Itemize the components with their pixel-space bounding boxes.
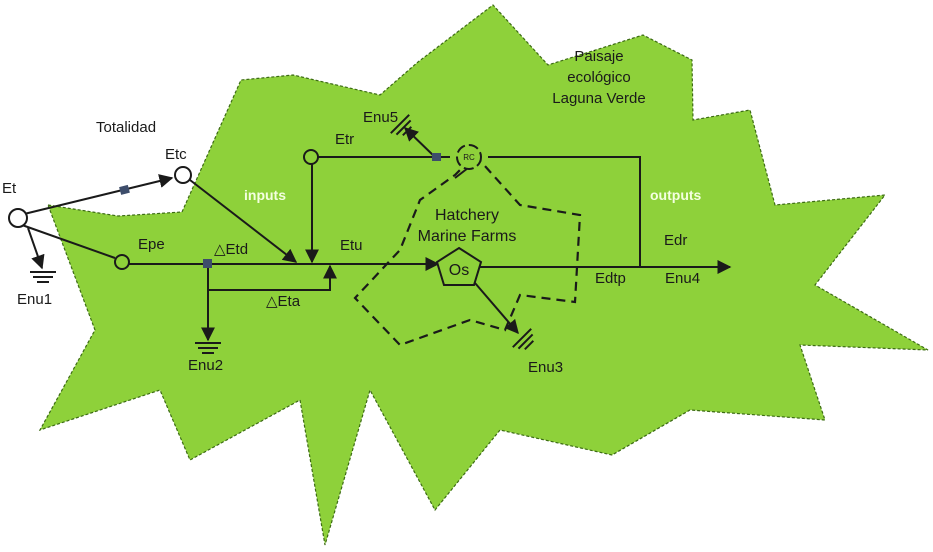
enu3-label: Enu3 [528, 359, 563, 376]
hatchery-label-line2: Marine Farms [418, 228, 517, 245]
delta-etd-label: △Etd [214, 241, 248, 258]
paisaje-label-line1: Paisaje [574, 48, 623, 65]
delta-eta-loop [207, 264, 337, 291]
enu5-ground-icon [390, 114, 413, 137]
et-to-etc-line [19, 174, 174, 216]
os-label: Os [449, 262, 469, 279]
enu1-label: Enu1 [17, 291, 52, 308]
enu2-label: Enu2 [188, 357, 223, 374]
outputs-label: outputs [650, 187, 702, 203]
rc-node [456, 144, 482, 170]
etc-label: Etc [165, 146, 187, 163]
etu-label: Etu [340, 237, 363, 254]
et-label: Et [2, 180, 17, 197]
hatchery-label-line1: Hatchery [435, 207, 499, 224]
rc-label: RC [463, 153, 475, 162]
hatchery-boundary [353, 153, 582, 347]
junction-square [119, 184, 130, 195]
junction-square [432, 153, 441, 161]
delta-eta-label: △Eta [266, 293, 301, 310]
paisaje-label-line2: ecológico [567, 69, 630, 86]
junction-square [203, 259, 212, 268]
enu1-ground-icon [30, 271, 56, 283]
epe-label: Epe [138, 236, 165, 253]
paisaje-label-line3: Laguna Verde [552, 90, 645, 107]
etr-label: Etr [335, 131, 354, 148]
edtp-label: Edtp [595, 270, 626, 287]
et-to-epe-line [21, 224, 116, 259]
etr-node [303, 149, 319, 165]
et-to-enu1-line [27, 227, 45, 270]
landscape-region [38, 4, 929, 546]
enu3-line [474, 282, 519, 335]
rc-link-line [454, 167, 469, 179]
recycle-return-line [488, 156, 641, 267]
enu5-label: Enu5 [363, 109, 398, 126]
etc-to-sum-line [189, 179, 298, 263]
enu4-label: Enu4 [665, 270, 700, 287]
epe-node [114, 254, 130, 270]
et-source-node [8, 208, 28, 228]
totalidad-label: Totalidad [96, 119, 156, 136]
etc-node [174, 166, 192, 184]
enu2-ground-icon [195, 342, 221, 354]
enu3-ground-icon [512, 328, 535, 351]
os-node [435, 246, 483, 286]
enu5-line [403, 127, 437, 159]
edr-label: Edr [664, 232, 687, 249]
inputs-label: inputs [244, 187, 286, 203]
